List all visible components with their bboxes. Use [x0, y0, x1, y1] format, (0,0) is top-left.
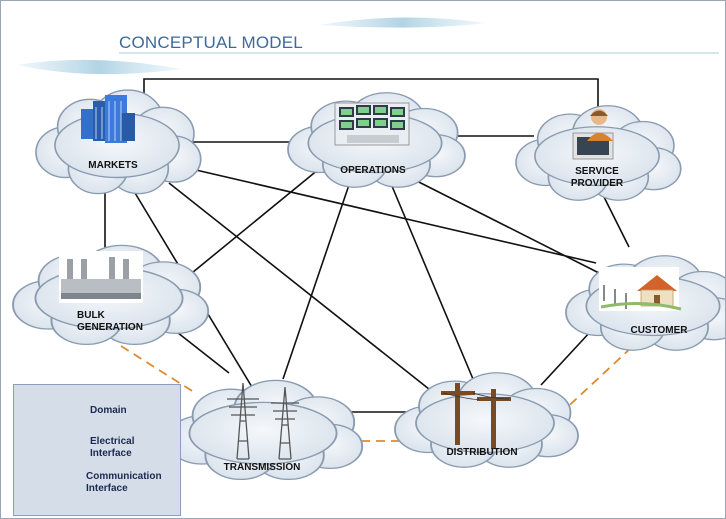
utility-pole-icon: [441, 383, 511, 449]
control-room-icon: [334, 102, 410, 146]
power-plant-icon: [59, 251, 143, 303]
legend-domain-label: Domain: [90, 405, 127, 416]
link-markets-distribution: [168, 182, 440, 398]
link-distribution-customer: [540, 330, 592, 386]
link-markets-service: [143, 78, 599, 115]
label-distribution: DISTRIBUTION: [446, 447, 518, 458]
link-operations-transmission: [282, 178, 352, 380]
header-swoosh-top: [319, 17, 486, 28]
link-operations-bulk: [175, 168, 320, 287]
service-agent-icon: [572, 109, 614, 160]
label-service-provider: SERVICE PROVIDER: [570, 166, 624, 189]
elink-distribution-customer: [558, 345, 634, 416]
label-bulk-generation: BULK GENERATION: [77, 310, 143, 333]
legend-communication-label: Communication Interface: [86, 471, 162, 494]
label-customer: CUSTOMER: [630, 325, 688, 336]
transmission-tower-icon: [227, 382, 299, 460]
page-title: CONCEPTUAL MODEL: [119, 33, 303, 52]
legend-electrical-label: Electrical Interface: [90, 436, 135, 459]
buildings-icon: [81, 95, 135, 143]
link-operations-distribution: [388, 178, 474, 380]
header-swoosh-bottom: [17, 59, 181, 75]
label-markets: MARKETS: [88, 160, 138, 171]
link-bulk-transmission: [172, 328, 230, 374]
legend: Domain Electrical Interface Communicatio…: [13, 384, 181, 516]
link-service-customer: [603, 196, 630, 248]
label-operations: OPERATIONS: [340, 165, 406, 176]
house-icon: [599, 267, 682, 311]
label-transmission: TRANSMISSION: [223, 462, 301, 473]
link-operations-customer: [400, 172, 600, 274]
link-markets-customer: [182, 166, 597, 264]
